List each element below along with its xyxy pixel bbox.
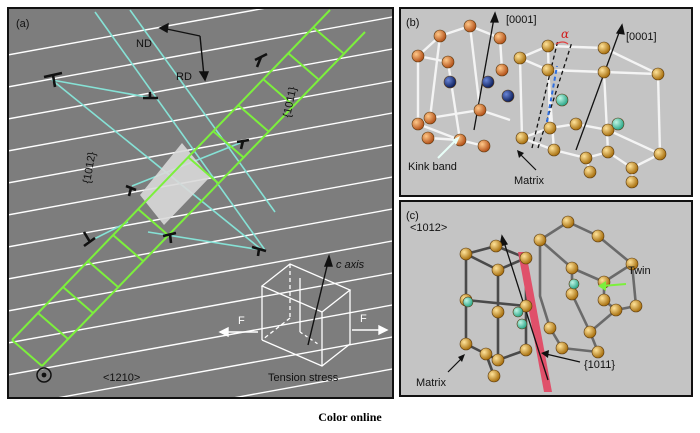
figure-caption: Color online [318, 410, 382, 424]
panel-c: (c) <1012> Twin {1011} Matrix [399, 200, 693, 397]
tension-stress-label: Tension stress [268, 372, 339, 384]
direction-0001-left: [0001] [506, 14, 537, 26]
unit-cell-sketch [260, 263, 352, 367]
force-right-label: F [360, 313, 367, 325]
nd-label: ND [136, 38, 152, 50]
panel-c-label: (c) [406, 210, 419, 222]
atoms-c [459, 215, 643, 383]
callout-arrows-c [447, 281, 627, 373]
alpha-label: α [561, 27, 569, 41]
plane-1011 [518, 252, 552, 392]
callout-arrows-b [437, 136, 537, 171]
kink-band [11, 9, 366, 367]
twin-label: Twin [628, 265, 651, 277]
matrix-label-c: Matrix [416, 377, 446, 389]
panel-b-label: (b) [406, 17, 419, 29]
force-left-label: F [238, 315, 245, 327]
twin-region [140, 143, 210, 225]
direction-0001-right: [0001] [626, 31, 657, 43]
zone-axis-label: <1210> [103, 372, 140, 384]
kink-band-label: Kink band [408, 161, 457, 173]
plane-1011-label-c: {1011} [584, 359, 615, 371]
plane-1012-label: {1012} [81, 151, 98, 185]
panel-b: (b) [0001] [0001] α Kink band Matrix [399, 7, 693, 197]
panel-a-label: (a) [16, 18, 29, 30]
force-arrows [218, 324, 389, 338]
zone-axis-icon [36, 367, 52, 383]
c-axis-arrow [307, 253, 333, 346]
dislocation-symbols [43, 52, 268, 257]
c-axis-label: c axis [336, 259, 365, 271]
nd-rd-axes [158, 22, 210, 82]
direction-1012-label: <1012> [410, 222, 447, 234]
panel-a: (a) ND RD {1011} {1012} c axis F F <1210… [7, 7, 394, 399]
matrix-label-b: Matrix [514, 175, 544, 187]
rd-label: RD [176, 71, 192, 83]
atoms-b [411, 19, 667, 189]
